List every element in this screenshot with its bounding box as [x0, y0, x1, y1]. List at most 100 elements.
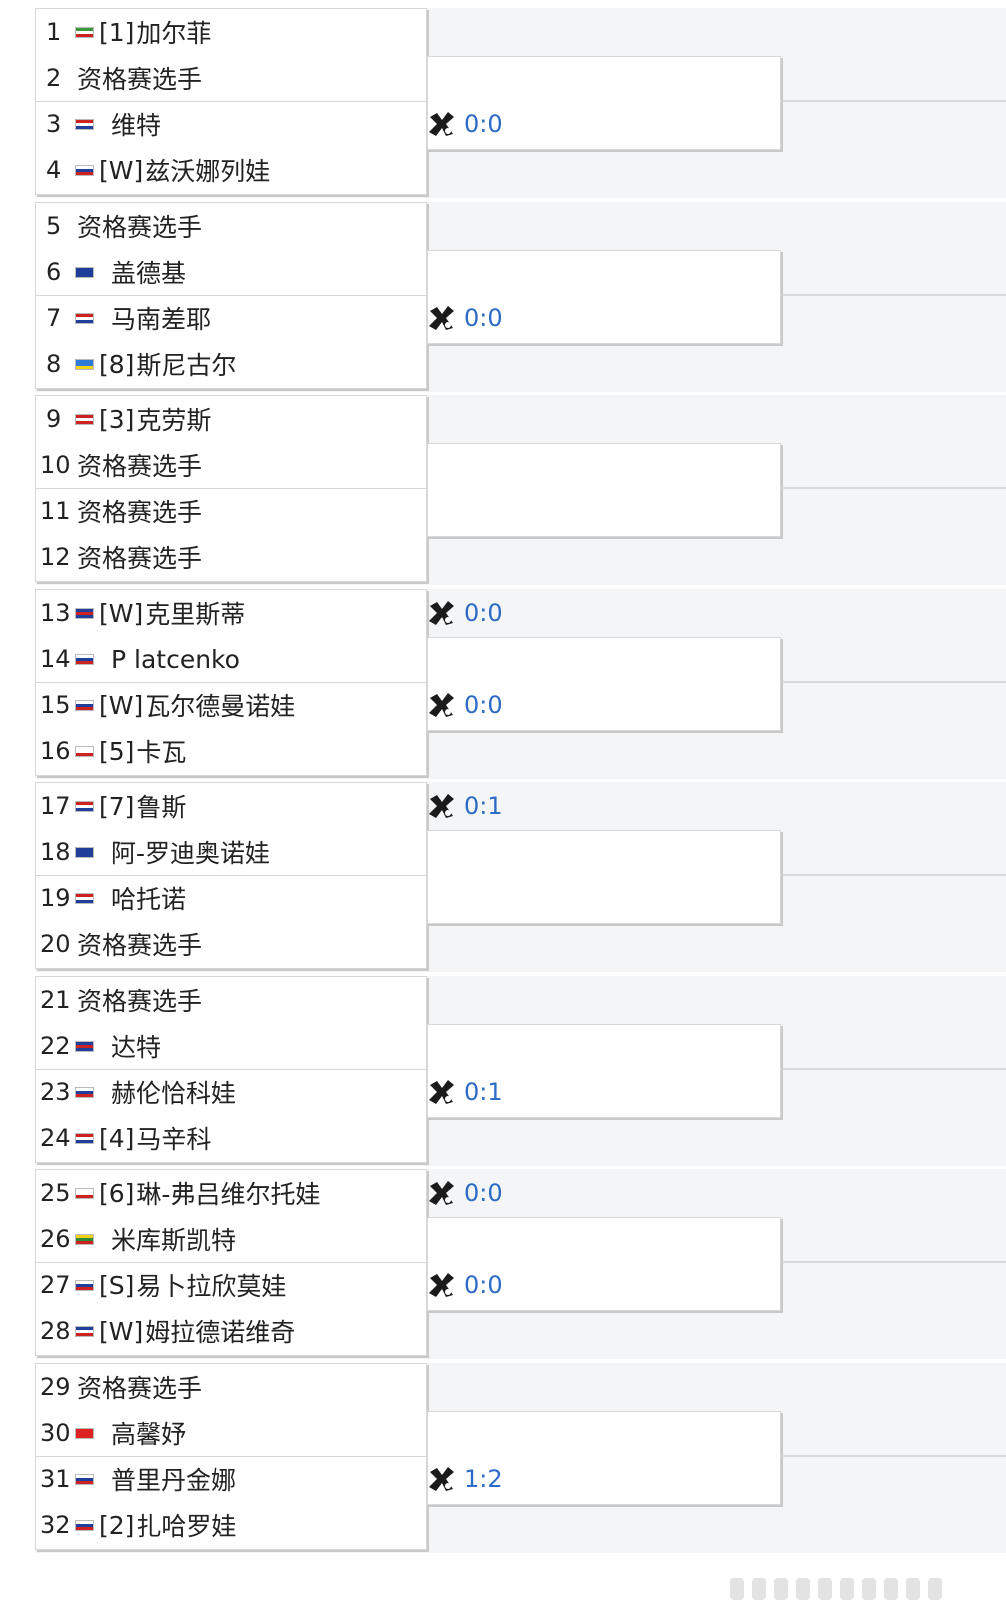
player-row[interactable]: 17[7]鲁斯: [38, 784, 418, 828]
match-score[interactable]: 0:1: [428, 1077, 503, 1107]
player-name: 资格赛选手: [77, 65, 203, 94]
player-row[interactable]: 2 资格赛选手: [38, 56, 418, 100]
country-flag-icon: [75, 1040, 94, 1052]
seed-label: [2]: [99, 1510, 135, 1540]
player-row[interactable]: 28[W]姆拉德诺维奇: [38, 1309, 418, 1353]
player-pair-box: [35, 1069, 427, 1163]
player-row[interactable]: 24[4]马辛科: [38, 1116, 418, 1160]
country-flag-icon: [75, 745, 94, 757]
match-score[interactable]: 0:0: [428, 303, 503, 333]
country-flag-icon: [75, 800, 94, 812]
player-row[interactable]: 16[5]卡瓦: [38, 729, 418, 773]
country-flag-icon: [75, 607, 94, 619]
player-row[interactable]: 32 [2]扎哈罗娃: [38, 1503, 418, 1547]
match-score[interactable]: 0:0: [428, 1178, 503, 1208]
seed-label: [5]: [99, 736, 135, 766]
player-row[interactable]: 15[W]瓦尔德曼诺娃: [38, 683, 418, 727]
score-text: 0:0: [464, 110, 503, 138]
seed-label: [W]: [99, 598, 144, 628]
country-flag-icon: [75, 699, 94, 711]
match-box[interactable]: [427, 1024, 781, 1118]
seed-label: [7]: [99, 791, 135, 821]
match-box[interactable]: [427, 1217, 781, 1311]
bracket-connector-line: [782, 1261, 1006, 1263]
bracket-connector-line: [782, 100, 1006, 102]
player-name: 资格赛选手: [77, 987, 203, 1016]
draw-number: 32: [40, 1511, 71, 1539]
match-box[interactable]: [427, 443, 781, 537]
player-name: 达特: [111, 1033, 162, 1062]
watermark: [730, 1574, 1000, 1604]
match-box[interactable]: [427, 56, 781, 150]
seed-label: [W]: [99, 155, 144, 185]
match-score[interactable]: 0:0: [428, 598, 503, 628]
player-row[interactable]: 22 达特: [38, 1024, 418, 1068]
draw-number: 23: [40, 1078, 71, 1106]
player-name: 克里斯蒂: [145, 600, 246, 629]
player-name: 资格赛选手: [77, 931, 203, 960]
player-row[interactable]: 27[S]易卜拉欣莫娃: [38, 1263, 418, 1307]
player-name: P latcenko: [111, 644, 240, 674]
score-text: 1:2: [464, 1465, 503, 1493]
player-name: 加尔菲: [136, 19, 212, 48]
player-row[interactable]: 9[3]克劳斯: [38, 397, 418, 441]
match-box[interactable]: [427, 1411, 781, 1505]
player-name: 琳-弗吕维尔托娃: [136, 1180, 321, 1209]
player-name: 普里丹金娜: [111, 1466, 237, 1495]
seed-label: [6]: [99, 1178, 135, 1208]
racket-icon: [429, 1273, 454, 1297]
draw-number: 30: [40, 1419, 71, 1447]
player-name: 姆拉德诺维奇: [145, 1318, 296, 1347]
player-row[interactable]: 8[8]斯尼古尔: [38, 342, 418, 386]
match-score[interactable]: 0:1: [428, 791, 503, 821]
player-row[interactable]: 1[1]加尔菲: [38, 10, 418, 54]
match-score[interactable]: 0:0: [428, 690, 503, 720]
match-box[interactable]: [427, 637, 781, 731]
draw-number: 22: [40, 1032, 71, 1060]
racket-icon: [429, 693, 454, 717]
player-pair-box: [35, 682, 427, 776]
player-row[interactable]: 25[6]琳-弗吕维尔托娃: [38, 1171, 418, 1215]
draw-number: 20: [40, 930, 71, 958]
draw-number: 11: [40, 497, 71, 525]
seed-label: [W]: [99, 690, 144, 720]
bracket-connector-line: [782, 487, 1006, 489]
player-name: 克劳斯: [136, 406, 212, 435]
country-flag-icon: [75, 1427, 94, 1439]
player-name: 资格赛选手: [77, 1374, 203, 1403]
player-pair-box: [35, 295, 427, 389]
bracket-connector-line: [782, 874, 1006, 876]
player-row[interactable]: 4[W]兹沃娜列娃: [38, 148, 418, 192]
match-box[interactable]: [427, 830, 781, 924]
country-flag-icon: [75, 1325, 94, 1337]
match-box[interactable]: [427, 250, 781, 344]
player-row[interactable]: 13[W]克里斯蒂: [38, 591, 418, 635]
player-name: 扎哈罗娃: [136, 1512, 237, 1541]
score-text: 0:0: [464, 304, 503, 332]
racket-icon: [429, 794, 454, 818]
match-score[interactable]: 0:0: [428, 109, 503, 139]
match-score[interactable]: 0:0: [428, 1270, 503, 1300]
player-pair-box: [35, 976, 427, 1070]
match-score[interactable]: 1:2: [428, 1464, 503, 1494]
draw-number: 2: [46, 64, 62, 92]
player-name: 瓦尔德曼诺娃: [145, 692, 296, 721]
draw-number: 24: [40, 1124, 71, 1152]
